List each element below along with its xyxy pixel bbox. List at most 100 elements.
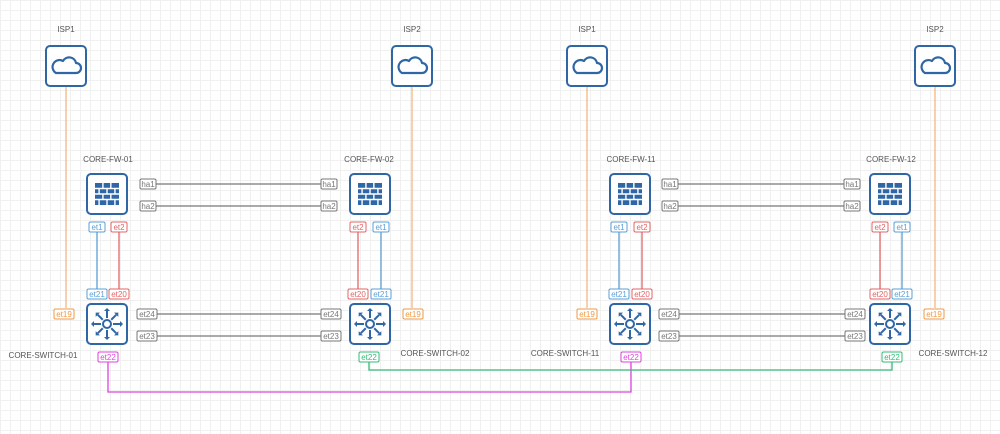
port-fw11-et1[interactable]: et1	[610, 221, 628, 233]
port-sw12-et20[interactable]: et20	[869, 288, 891, 300]
cloud-node-isp1-a[interactable]: ISP1	[45, 25, 87, 87]
port-fw11-ha1[interactable]: ha1	[661, 178, 679, 190]
port-sw11-et19[interactable]: et19	[576, 308, 598, 320]
port-label: et21	[89, 290, 105, 299]
switch-icon	[354, 308, 386, 340]
port-sw12-et23[interactable]: et23	[844, 330, 866, 342]
port-fw12-ha1[interactable]: ha1	[843, 178, 861, 190]
port-label: ha2	[845, 202, 859, 211]
port-fw12-et1[interactable]: et1	[893, 221, 911, 233]
cloud-icon	[397, 56, 429, 75]
cloud-node-isp1-b[interactable]: ISP1	[566, 25, 608, 87]
link-sw01-et22-to-sw11-et22[interactable]	[107, 362, 632, 393]
port-sw12-et24[interactable]: et24	[844, 308, 866, 320]
port-label: ha1	[322, 180, 336, 189]
port-sw11-et23[interactable]: et23	[658, 330, 680, 342]
switch-icon	[91, 308, 123, 340]
port-sw02-et21[interactable]: et21	[370, 288, 392, 300]
port-sw02-et20[interactable]: et20	[347, 288, 369, 300]
port-fw01-ha2[interactable]: ha2	[139, 200, 157, 212]
port-fw02-et1[interactable]: et1	[372, 221, 390, 233]
port-sw11-et24[interactable]: et24	[658, 308, 680, 320]
port-sw01-et22[interactable]: et22	[97, 351, 119, 363]
node-label-sw11: CORE-SWITCH-11	[531, 349, 600, 358]
port-label: et23	[847, 332, 863, 341]
port-fw11-ha2[interactable]: ha2	[661, 200, 679, 212]
port-label: et1	[613, 223, 625, 232]
port-label: et1	[91, 223, 103, 232]
port-label: et24	[847, 310, 863, 319]
port-sw02-et23[interactable]: et23	[320, 330, 342, 342]
port-label: et19	[579, 310, 595, 319]
ports-layer: ha1 ha2 ha1 ha2 et1 et2 et2 et1 et21 et20 et20 et21…	[53, 178, 945, 363]
switch-node-sw11[interactable]: CORE-SWITCH-11	[531, 303, 651, 358]
port-sw12-et22[interactable]: et22	[881, 351, 903, 363]
port-label: et22	[100, 353, 116, 362]
node-label-sw02: CORE-SWITCH-02	[401, 349, 470, 358]
cloud-node-isp2-a[interactable]: ISP2	[391, 25, 433, 87]
port-label: ha1	[845, 180, 859, 189]
switch-icon	[874, 308, 906, 340]
port-sw01-et19[interactable]: et19	[53, 308, 75, 320]
port-fw01-et1[interactable]: et1	[88, 221, 106, 233]
port-sw02-et22[interactable]: et22	[358, 351, 380, 363]
cloud-icon	[920, 56, 952, 75]
switch-node-sw01[interactable]: CORE-SWITCH-01	[9, 303, 128, 360]
firewall-icon	[358, 183, 382, 205]
port-label: et19	[56, 310, 72, 319]
port-fw02-ha2[interactable]: ha2	[320, 200, 338, 212]
port-label: et22	[623, 353, 639, 362]
node-label-fw01: CORE-FW-01	[83, 155, 133, 164]
node-label-fw12: CORE-FW-12	[866, 155, 916, 164]
port-fw01-ha1[interactable]: ha1	[139, 178, 157, 190]
firewall-icon	[878, 183, 902, 205]
node-label-isp1-b: ISP1	[578, 25, 596, 34]
port-label: et24	[323, 310, 339, 319]
switch-icon	[614, 308, 646, 340]
firewall-node-fw12[interactable]: CORE-FW-12	[866, 155, 916, 215]
firewall-node-fw01[interactable]: CORE-FW-01	[83, 155, 133, 215]
port-fw11-et2[interactable]: et2	[633, 221, 651, 233]
link-sw02-et22-to-sw12-et22[interactable]	[368, 362, 893, 371]
firewall-node-fw02[interactable]: CORE-FW-02	[344, 155, 394, 215]
port-label: et20	[350, 290, 366, 299]
port-label: et23	[139, 332, 155, 341]
port-label: et21	[894, 290, 910, 299]
cloud-node-isp2-b[interactable]: ISP2	[914, 25, 956, 87]
port-sw01-et24[interactable]: et24	[136, 308, 158, 320]
port-fw02-ha1[interactable]: ha1	[320, 178, 338, 190]
port-sw02-et19[interactable]: et19	[402, 308, 424, 320]
port-label: et20	[634, 290, 650, 299]
port-label: et19	[405, 310, 421, 319]
port-label: et21	[373, 290, 389, 299]
port-sw11-et20[interactable]: et20	[631, 288, 653, 300]
port-label: et2	[113, 223, 125, 232]
port-label: et23	[661, 332, 677, 341]
port-fw02-et2[interactable]: et2	[349, 221, 367, 233]
port-sw12-et21[interactable]: et21	[891, 288, 913, 300]
port-label: et23	[323, 332, 339, 341]
port-fw12-ha2[interactable]: ha2	[843, 200, 861, 212]
port-label: et22	[884, 353, 900, 362]
firewall-node-fw11[interactable]: CORE-FW-11	[606, 155, 656, 215]
port-sw01-et23[interactable]: et23	[136, 330, 158, 342]
port-fw01-et2[interactable]: et2	[110, 221, 128, 233]
port-label: et24	[139, 310, 155, 319]
port-sw12-et19[interactable]: et19	[923, 308, 945, 320]
switch-node-sw02[interactable]: CORE-SWITCH-02	[349, 303, 470, 358]
port-label: et20	[111, 290, 127, 299]
port-sw01-et21[interactable]: et21	[86, 288, 108, 300]
port-sw11-et21[interactable]: et21	[608, 288, 630, 300]
port-sw02-et24[interactable]: et24	[320, 308, 342, 320]
switch-node-sw12[interactable]: CORE-SWITCH-12	[869, 303, 988, 358]
port-sw01-et20[interactable]: et20	[108, 288, 130, 300]
port-sw11-et22[interactable]: et22	[620, 351, 642, 363]
port-fw12-et2[interactable]: et2	[871, 221, 889, 233]
port-label: et2	[636, 223, 648, 232]
cloud-icon	[572, 56, 604, 75]
port-label: et19	[926, 310, 942, 319]
port-label: ha2	[663, 202, 677, 211]
port-label: et20	[872, 290, 888, 299]
